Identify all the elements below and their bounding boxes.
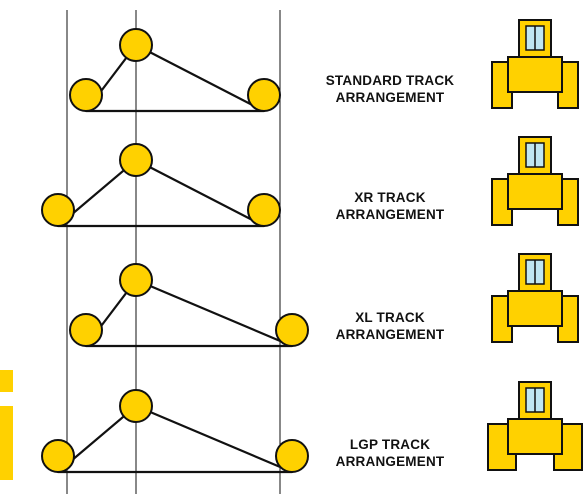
tractor-front-xl-icon bbox=[491, 253, 579, 343]
label-xr-track: XR TRACK ARRANGEMENT bbox=[295, 189, 485, 223]
label-line-2: ARRANGEMENT bbox=[335, 90, 445, 105]
accent-bar-top bbox=[0, 370, 13, 392]
track-diagram-standard bbox=[69, 28, 281, 113]
label-standard-track: STANDARD TRACK ARRANGEMENT bbox=[295, 72, 485, 106]
roller-wheel bbox=[275, 439, 309, 473]
label-line-1: LGP TRACK bbox=[349, 437, 431, 452]
label-lgp-track: LGP TRACK ARRANGEMENT bbox=[295, 436, 485, 470]
label-line-2: ARRANGEMENT bbox=[335, 207, 445, 222]
label-xl-track: XL TRACK ARRANGEMENT bbox=[295, 309, 485, 343]
sprocket-wheel bbox=[119, 389, 153, 423]
idler-wheel bbox=[69, 313, 103, 347]
sprocket-wheel bbox=[119, 28, 153, 62]
track-diagram-xl bbox=[69, 263, 309, 348]
label-line-1: STANDARD TRACK bbox=[325, 73, 455, 88]
roller-wheel bbox=[247, 78, 281, 112]
roller-wheel bbox=[247, 193, 281, 227]
track-diagram-lgp bbox=[41, 389, 309, 474]
accent-bar-bottom bbox=[0, 406, 13, 480]
idler-wheel bbox=[69, 78, 103, 112]
idler-wheel bbox=[41, 439, 75, 473]
label-line-2: ARRANGEMENT bbox=[335, 327, 445, 342]
sprocket-wheel bbox=[119, 263, 153, 297]
label-line-2: ARRANGEMENT bbox=[335, 454, 445, 469]
tractor-front-standard-icon bbox=[491, 19, 579, 109]
sprocket-wheel bbox=[119, 143, 153, 177]
label-line-1: XL TRACK bbox=[355, 310, 425, 325]
roller-wheel bbox=[275, 313, 309, 347]
label-line-1: XR TRACK bbox=[354, 190, 426, 205]
track-diagram-xr bbox=[41, 143, 281, 228]
idler-wheel bbox=[41, 193, 75, 227]
tractor-front-lgp-icon bbox=[487, 381, 583, 471]
tractor-front-xr-icon bbox=[491, 136, 579, 226]
